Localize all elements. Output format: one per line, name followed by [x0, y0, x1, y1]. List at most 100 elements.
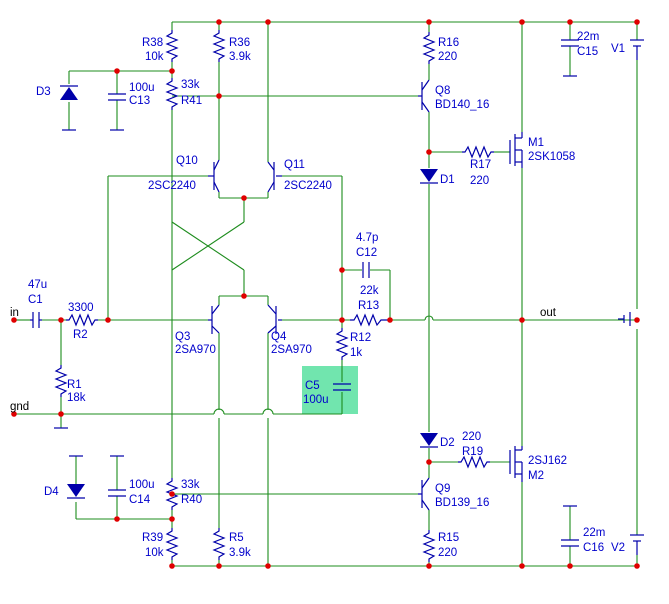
q11-ref: Q11 — [284, 159, 305, 171]
r40-value: 33k — [181, 479, 200, 491]
c16-ref: C16 — [583, 542, 604, 554]
m1-ref: M1 — [528, 137, 544, 149]
resistor-r12 — [335, 328, 349, 360]
r13-value: 22k — [360, 285, 379, 297]
capacitor-c5 — [333, 383, 351, 391]
transistor-q8 — [418, 79, 430, 113]
source-v2 — [630, 534, 644, 555]
d3-ref: D3 — [36, 86, 51, 98]
m2-ref: M2 — [528, 470, 544, 482]
q4-ref: Q4 — [271, 331, 287, 343]
r41-value: 33k — [181, 79, 200, 91]
c13-value: 100u — [129, 82, 155, 94]
r41-ref: R41 — [181, 95, 202, 107]
r15-value: 220 — [438, 547, 457, 559]
transistor-q4 — [267, 304, 282, 334]
r5-ref: R5 — [229, 532, 244, 544]
resistor-r36 — [212, 30, 226, 62]
q8-value: BD140_16 — [435, 99, 489, 111]
q3-ref: Q3 — [175, 331, 190, 343]
r39-ref: R39 — [142, 532, 163, 544]
c12-ref: C12 — [356, 247, 377, 259]
net-in-label: in — [10, 307, 19, 319]
c16-value: 22m — [583, 527, 605, 539]
diode-d2 — [420, 433, 438, 448]
m1-value: 2SK1058 — [528, 151, 575, 163]
transistor-q9 — [418, 477, 430, 511]
r1-ref: R1 — [67, 379, 82, 391]
q10-value: 2SC2240 — [148, 180, 196, 192]
c14-value: 100u — [129, 479, 155, 491]
resistor-r2 — [66, 313, 98, 327]
source-center — [618, 312, 631, 326]
r5-value: 3.9k — [229, 547, 251, 559]
net-labels: in gnd out — [10, 307, 557, 413]
diode-d1 — [420, 169, 438, 184]
resistor-r41 — [165, 78, 179, 110]
c15-ref: C15 — [577, 46, 598, 58]
capacitor-c16 — [561, 539, 579, 547]
r15-ref: R15 — [438, 532, 459, 544]
net-gnd-label: gnd — [10, 401, 29, 413]
junction-dots — [11, 19, 640, 569]
c5-ref: C5 — [305, 380, 320, 392]
v1-ref: V1 — [611, 43, 625, 55]
r2-ref: R2 — [73, 329, 88, 341]
resistor-r16 — [422, 32, 436, 64]
r1-value: 18k — [67, 392, 86, 404]
d1-ref: D1 — [440, 174, 455, 186]
q10-ref: Q10 — [176, 155, 198, 167]
r16-ref: R16 — [438, 37, 459, 49]
mosfet-m2 — [509, 446, 523, 482]
wires — [14, 21, 638, 567]
capacitor-c15 — [561, 39, 579, 47]
resistor-r5 — [212, 528, 226, 560]
resistor-r39 — [165, 528, 179, 560]
component-labels: R38 10k R36 3.9k 33k R41 D3 100u C13 R16… — [28, 31, 625, 559]
c13-ref: C13 — [129, 95, 150, 107]
q4-value: 2SA970 — [271, 344, 312, 356]
r36-value: 3.9k — [229, 51, 251, 63]
q9-ref: Q9 — [435, 483, 450, 495]
net-out-label: out — [540, 307, 557, 319]
r36-ref: R36 — [229, 37, 250, 49]
resistor-r38 — [165, 30, 179, 62]
capacitor-c14 — [108, 489, 126, 497]
r12-value: 1k — [350, 347, 362, 359]
q3-value: 2SA970 — [175, 344, 216, 356]
diode-d3 — [60, 85, 78, 100]
ground-symbols — [54, 75, 577, 507]
resistor-r15 — [422, 530, 436, 562]
c15-value: 22m — [577, 31, 599, 43]
r17-value: 220 — [470, 175, 489, 187]
mosfet-m1 — [509, 132, 523, 168]
c1-value: 47u — [28, 279, 47, 291]
resistor-r1 — [54, 365, 68, 397]
q11-value: 2SC2240 — [284, 180, 332, 192]
r12-ref: R12 — [350, 332, 371, 344]
q8-ref: Q8 — [435, 85, 450, 97]
r17-ref: R17 — [470, 159, 491, 171]
transistor-q10 — [208, 159, 220, 193]
transistor-q11 — [267, 161, 282, 193]
q9-value: BD139_16 — [435, 497, 489, 509]
capacitor-c13 — [108, 93, 126, 101]
c5-value: 100u — [303, 394, 329, 406]
source-v1 — [630, 39, 644, 60]
capacitor-c1 — [30, 312, 42, 328]
resistor-r17 — [462, 145, 494, 159]
c1-ref: C1 — [28, 294, 43, 306]
resistor-r19 — [458, 455, 490, 469]
r16-value: 220 — [438, 51, 457, 63]
v2-ref: V2 — [611, 542, 625, 554]
r19-value: 220 — [462, 431, 481, 443]
r39-value: 10k — [145, 547, 164, 559]
r40-ref: R40 — [181, 494, 202, 506]
r38-ref: R38 — [142, 37, 163, 49]
r19-ref: R19 — [462, 446, 483, 458]
r38-value: 10k — [145, 51, 164, 63]
diode-d4 — [67, 484, 85, 499]
r2-value: 3300 — [68, 302, 94, 314]
c12-value: 4.7p — [356, 232, 378, 244]
